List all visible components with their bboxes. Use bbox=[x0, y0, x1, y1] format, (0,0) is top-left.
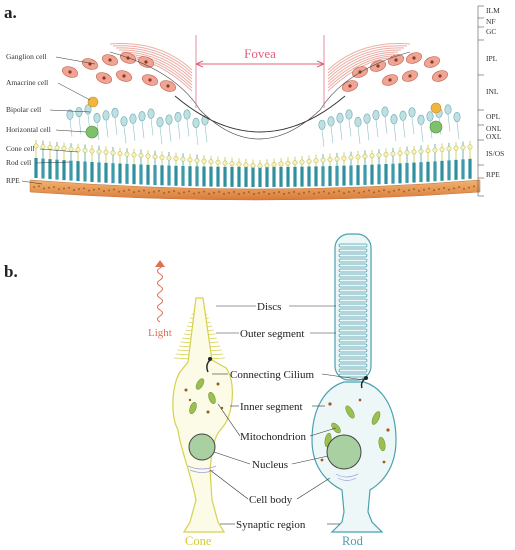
right-labels: ILM NF GC IPL INL OPL ONL OXL IS/OS RPE bbox=[477, 5, 504, 197]
label-synaptic-region: Synaptic region bbox=[236, 519, 306, 531]
label-onl: ONL bbox=[486, 124, 502, 133]
amacrine-cell-left bbox=[87, 96, 99, 108]
ilm-outline bbox=[109, 51, 411, 140]
left-labels: Ganglion cell Amacrine cell Bipolar cell… bbox=[6, 52, 96, 185]
cone-nucleus bbox=[188, 433, 216, 461]
rpe-pigment-dots bbox=[33, 185, 475, 195]
label-rpe-right: RPE bbox=[486, 170, 500, 179]
ganglion-cell-layer bbox=[61, 52, 449, 92]
inner-nuclear-cells bbox=[66, 104, 461, 147]
rod-label: Rod bbox=[342, 534, 364, 548]
label-horizontal-cell: Horizontal cell bbox=[6, 125, 51, 134]
label-gc: GC bbox=[486, 27, 496, 36]
label-oxl: OXL bbox=[486, 132, 502, 141]
photoreceptor-layer bbox=[33, 140, 473, 187]
rod-discs bbox=[338, 243, 368, 378]
horizontal-cell-right bbox=[429, 120, 443, 134]
retina-cross-section: Fovea bbox=[29, 35, 481, 201]
rpe-layer bbox=[29, 179, 481, 201]
label-bipolar-cell: Bipolar cell bbox=[6, 105, 41, 114]
label-ipl: IPL bbox=[486, 54, 498, 63]
panel-a-letter: a. bbox=[4, 3, 17, 22]
label-mitochondrion: Mitochondrion bbox=[240, 431, 306, 443]
label-nucleus: Nucleus bbox=[252, 459, 288, 471]
fovea-label: Fovea bbox=[244, 46, 276, 61]
label-is-os: IS/OS bbox=[486, 149, 504, 158]
label-ganglion-cell: Ganglion cell bbox=[6, 52, 47, 61]
amacrine-cell-right bbox=[430, 102, 442, 114]
label-amacrine-cell: Amacrine cell bbox=[6, 78, 48, 87]
fovea-bracket-arrows bbox=[195, 60, 325, 68]
label-inner-segment: Inner segment bbox=[240, 401, 303, 413]
label-opl: OPL bbox=[486, 112, 501, 121]
rod-cell bbox=[311, 233, 397, 533]
label-inl: INL bbox=[486, 87, 499, 96]
label-cone-cell: Cone cell bbox=[6, 144, 35, 153]
panel-b-letter: b. bbox=[4, 262, 18, 281]
cone-cell bbox=[172, 297, 233, 533]
cone-label: Cone bbox=[185, 534, 212, 548]
label-cell-body: Cell body bbox=[249, 494, 293, 506]
label-connecting-cilium: Connecting Cilium bbox=[230, 369, 314, 381]
label-ilm: ILM bbox=[486, 6, 500, 15]
structure-labels: Discs Outer segment Connecting Cilium In… bbox=[209, 301, 365, 531]
horizontal-cell-left bbox=[85, 125, 99, 139]
label-nf: NF bbox=[486, 17, 496, 26]
light-wave-icon bbox=[155, 260, 165, 323]
cone-outline bbox=[172, 297, 233, 533]
foveal-pit-outline bbox=[174, 95, 346, 133]
label-discs: Discs bbox=[257, 301, 281, 313]
light-label: Light bbox=[148, 327, 172, 339]
rod-nucleus bbox=[326, 434, 362, 470]
label-outer-segment: Outer segment bbox=[240, 328, 304, 340]
label-rpe-left: RPE bbox=[6, 176, 20, 185]
label-rod-cell: Rod cell bbox=[6, 158, 31, 167]
